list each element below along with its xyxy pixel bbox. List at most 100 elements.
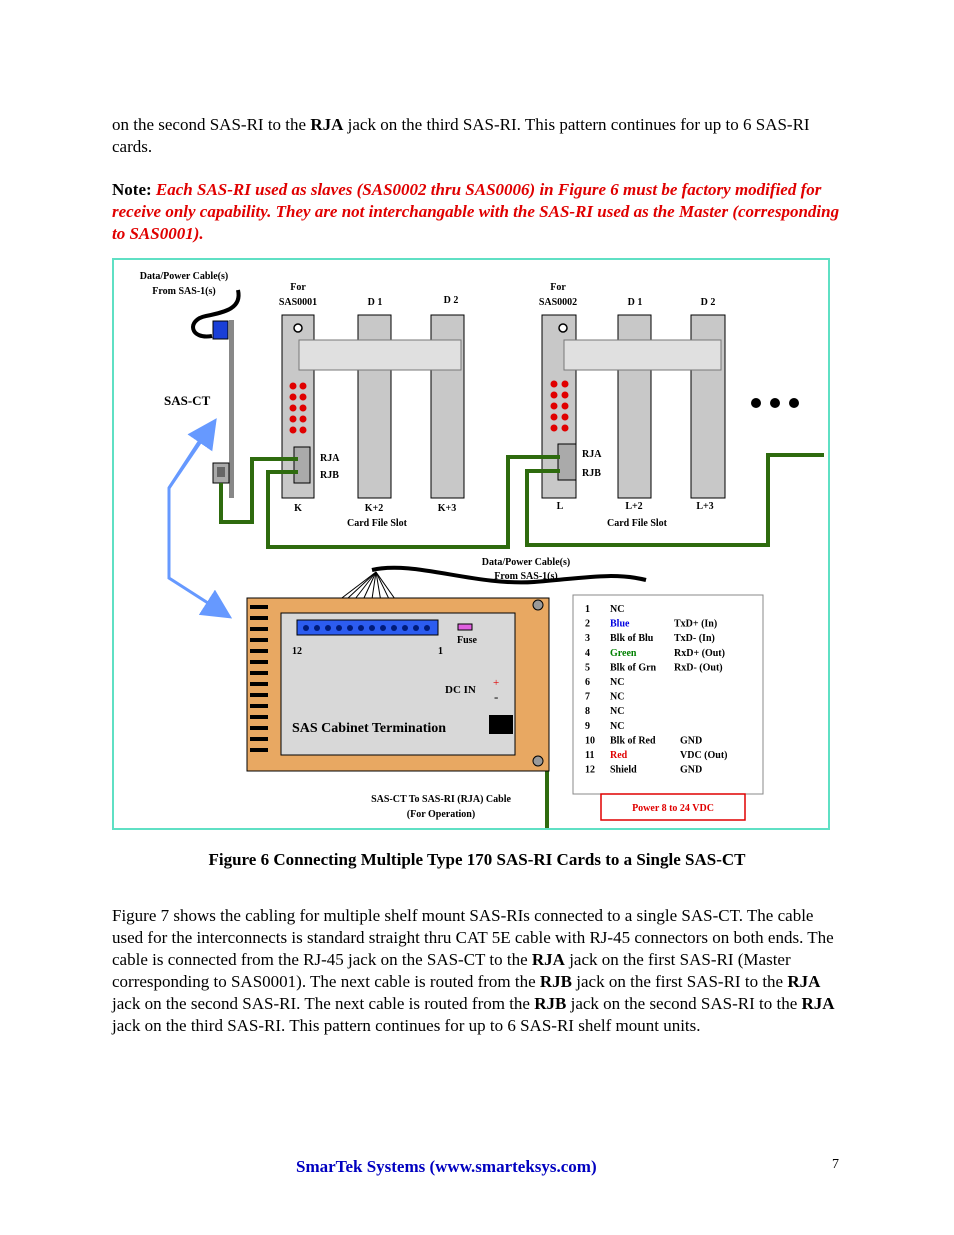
intro-text-2: jack on the third SAS-RI. This pattern c…: [112, 115, 810, 156]
g1-card-file-slot: Card File Slot: [347, 518, 408, 529]
pin-conductor: NC: [610, 677, 624, 688]
pin-number: 4: [585, 648, 590, 659]
pinout-table: [572, 594, 764, 795]
page-number: 7: [832, 1157, 839, 1172]
p2-bold-rja-2: RJA: [787, 972, 821, 991]
mid-cable-label-2: From SAS-1(s): [494, 571, 557, 582]
board-screw-top: [532, 599, 544, 611]
g2-d2-label: D 2: [701, 297, 716, 308]
pin-function: VDC (Out): [680, 750, 728, 761]
g2-leds: [550, 380, 569, 432]
termination-title: SAS Cabinet Termination: [292, 721, 446, 736]
intro-paragraph: on the second SAS-RI to the RJA jack on …: [112, 114, 847, 158]
g1-leds: [289, 382, 307, 434]
power-label: Power 8 to 24 VDC: [632, 803, 714, 814]
pin-number: 2: [585, 619, 590, 630]
top-cable-label-1: Data/Power Cable(s): [140, 271, 228, 282]
p2-text-a: Figure 7 shows the cabling for multiple …: [112, 906, 834, 969]
p2-text-c: jack on the first SAS-RI (Master corresp…: [112, 950, 791, 991]
p2-bold-rja-1: RJA: [531, 950, 565, 969]
dc-plus: +: [493, 677, 499, 689]
pin-number: 8: [585, 706, 590, 717]
sas-ct-connector: [212, 320, 229, 340]
pin-conductor: NC: [610, 706, 624, 717]
dc-in-label: DC IN: [445, 684, 476, 696]
pin-function: GND: [680, 735, 702, 746]
sas-ct-rj45-inner: [217, 467, 225, 477]
figure-canvas: Data/Power Cable(s) From SAS-1(s) SAS-CT…: [140, 271, 824, 828]
g1-screw: [293, 323, 303, 333]
g1-rj-jacks: [293, 446, 311, 484]
g2-rj-jacks: [557, 443, 577, 481]
pin-conductor: NC: [610, 692, 624, 703]
g1-slot-k3: K+3: [438, 503, 456, 514]
intro-bold-rja: RJA: [310, 115, 344, 134]
body-paragraph: Figure 7 shows the cabling for multiple …: [112, 905, 847, 1037]
p2-text-e: jack on the second SAS-RI. The next cabl…: [112, 994, 535, 1013]
mid-cable: [371, 565, 647, 585]
pin-conductor: Green: [610, 648, 637, 659]
footer-company: SmarTek Systems (www.smarteksys.com): [296, 1157, 597, 1176]
note-paragraph: Note: Each SAS-RI used as slaves (SAS000…: [112, 179, 847, 245]
pin-function: TxD- (In): [674, 633, 715, 644]
pin-conductor: Blue: [610, 619, 630, 630]
board-screw-bottom: [532, 755, 544, 767]
fuse-icon: [457, 623, 473, 631]
board-edge-fingers: [250, 605, 268, 752]
terminal-screws: [303, 625, 430, 631]
ellipsis-dots: [751, 398, 799, 408]
g2-card-file-slot: Card File Slot: [607, 518, 668, 529]
g1-slot-k: K: [294, 503, 302, 514]
pin-number: 10: [585, 735, 595, 746]
bottom-cable-label-2: (For Operation): [407, 809, 475, 820]
terminal-pin-12: 12: [292, 646, 302, 657]
top-cable-label-2: From SAS-1(s): [152, 286, 215, 297]
pin-function: GND: [680, 765, 702, 776]
sas-ct-card-edge: [229, 320, 234, 498]
g2-sas-label: SAS0002: [539, 297, 577, 308]
g1-rjb-label: RJB: [320, 470, 339, 481]
p2-bold-rja-3: RJA: [801, 994, 835, 1013]
note-text: Each SAS-RI used as slaves (SAS0002 thru…: [112, 180, 840, 243]
g1-sas-label: SAS0001: [279, 297, 317, 308]
pin-conductor: Blk of Red: [610, 735, 656, 746]
blue-arrows: [167, 418, 233, 619]
g2-d1-label: D 1: [628, 297, 643, 308]
g2-slot-l2: L+2: [625, 501, 642, 512]
pin-number: 3: [585, 633, 590, 644]
figure-caption: Figure 6 Connecting Multiple Type 170 SA…: [208, 850, 746, 869]
termination-inner-panel: [280, 612, 516, 756]
pin-number: 5: [585, 662, 590, 673]
power-box: [600, 793, 746, 821]
p2-bold-rjb-2: RJB: [534, 994, 567, 1013]
g2-screw: [558, 323, 568, 333]
g2-rjb-label: RJB: [582, 468, 601, 479]
g2-slot-l3: L+3: [696, 501, 713, 512]
pin-number: 11: [585, 750, 594, 761]
g1-d2-label: D 2: [444, 295, 459, 306]
terminal-block: [296, 619, 439, 636]
bottom-cable-label-1: SAS-CT To SAS-RI (RJA) Cable: [371, 794, 511, 805]
pin-number: 1: [585, 604, 590, 615]
pin-conductor: Shield: [610, 765, 637, 776]
pin-function: RxD- (Out): [674, 662, 723, 673]
g1-rja-label: RJA: [320, 453, 340, 464]
g1-d1-label: D 1: [368, 297, 383, 308]
g2-ribbon: [563, 339, 722, 371]
rj45-output-jack: [489, 715, 513, 734]
pin-function: TxD+ (In): [674, 619, 717, 630]
p2-bold-rjb-1: RJB: [539, 972, 573, 991]
p2-text-d: jack on the first SAS-RI to the: [572, 972, 788, 991]
pin-number: 9: [585, 721, 590, 732]
mid-cable-label-1: Data/Power Cable(s): [482, 557, 570, 568]
g2-rja-label: RJA: [582, 449, 602, 460]
pin-number: 12: [585, 765, 595, 776]
figure-6-diagram: Data/Power Cable(s) From SAS-1(s) SAS-CT…: [112, 258, 830, 830]
note-label: Note:: [112, 180, 156, 199]
g2-slot-l: L: [557, 501, 564, 512]
dc-minus: -: [494, 689, 498, 704]
pin-conductor: Blk of Blu: [610, 633, 654, 644]
pin-conductor: Blk of Grn: [610, 662, 657, 673]
pin-function: RxD+ (Out): [674, 648, 725, 659]
